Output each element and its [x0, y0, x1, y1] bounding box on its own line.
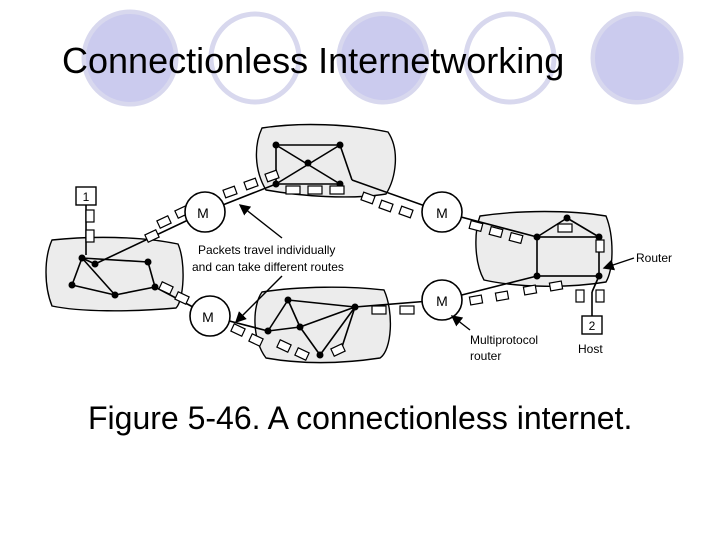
router-annotation: Router: [636, 251, 672, 265]
packets-annotation-line2: and can take different routes: [192, 260, 344, 274]
multiprotocol-router: [189, 295, 231, 337]
multiprotocol-router: [421, 279, 463, 321]
annotation-arrow: [235, 275, 283, 323]
packet: [243, 177, 259, 191]
packet: [158, 281, 174, 295]
packet: [248, 333, 264, 347]
network-node: [316, 351, 324, 359]
packet: [595, 239, 605, 253]
packets-annotation-line1: Packets travel individually: [198, 243, 335, 257]
packet: [230, 323, 246, 337]
packet: [557, 223, 573, 233]
packet: [276, 339, 292, 353]
host-annotation: Host: [578, 342, 603, 356]
packet: [548, 280, 564, 292]
packet: [575, 289, 585, 303]
decor-disc: [595, 16, 679, 100]
annotation-arrow: [602, 257, 635, 271]
packet: [329, 185, 345, 195]
multiprotocol-router: [421, 191, 463, 233]
network-node: [68, 281, 76, 289]
packet: [399, 305, 415, 315]
decor-circle: [81, 9, 179, 107]
network-node: [272, 141, 280, 149]
router-label: M: [436, 205, 448, 221]
decor-disc: [341, 16, 425, 100]
multiprotocol-annotation-line2: router: [470, 349, 501, 363]
network-node: [284, 296, 292, 304]
packet: [144, 229, 160, 243]
network-node: [336, 141, 344, 149]
host-box-1: [75, 186, 97, 206]
slide-title: Connectionless Internetworking: [62, 40, 565, 81]
packet: [371, 305, 387, 315]
multiprotocol-router: [184, 191, 226, 233]
network-node: [595, 233, 603, 241]
network-node: [78, 254, 86, 262]
packet: [595, 289, 605, 303]
network-node: [563, 214, 571, 222]
packet: [360, 191, 376, 205]
router-label: M: [197, 205, 209, 221]
annotation-arrow: [238, 204, 283, 239]
network-node: [296, 323, 304, 331]
network-node: [144, 258, 152, 266]
decor-circle: [590, 11, 684, 105]
packet: [378, 199, 394, 213]
decor-disc: [86, 14, 174, 102]
packet: [174, 291, 190, 305]
network-node: [595, 272, 603, 280]
figure-caption: Figure 5-46. A connectionless internet.: [88, 400, 633, 436]
packet: [156, 215, 172, 229]
multiprotocol-annotation-line1: Multiprotocol: [470, 333, 538, 347]
decor-circle: [208, 11, 302, 105]
annotation-arrow: [450, 315, 471, 331]
packet: [398, 205, 414, 219]
host-number-2: 2: [589, 319, 596, 333]
packet: [468, 219, 484, 233]
network-node: [111, 291, 119, 299]
packet: [494, 290, 510, 302]
network-left: [45, 236, 184, 312]
decor-circle: [336, 11, 430, 105]
packet: [85, 229, 95, 243]
packet: [307, 185, 323, 195]
network-right: [475, 210, 613, 287]
network-node: [304, 159, 312, 167]
packet: [85, 209, 95, 223]
packet: [468, 294, 484, 306]
packet: [294, 347, 310, 361]
packet: [222, 185, 238, 199]
host-number-1: 1: [83, 190, 90, 204]
packet: [330, 343, 346, 357]
router-label: M: [436, 293, 448, 309]
packet: [522, 284, 538, 296]
packet: [264, 169, 280, 183]
packet: [488, 225, 504, 239]
router-label: M: [202, 309, 214, 325]
host-box-2: [581, 315, 603, 335]
decor-circle: [463, 11, 557, 105]
network-top: [255, 123, 397, 198]
packet: [285, 185, 301, 195]
packet: [508, 231, 524, 245]
